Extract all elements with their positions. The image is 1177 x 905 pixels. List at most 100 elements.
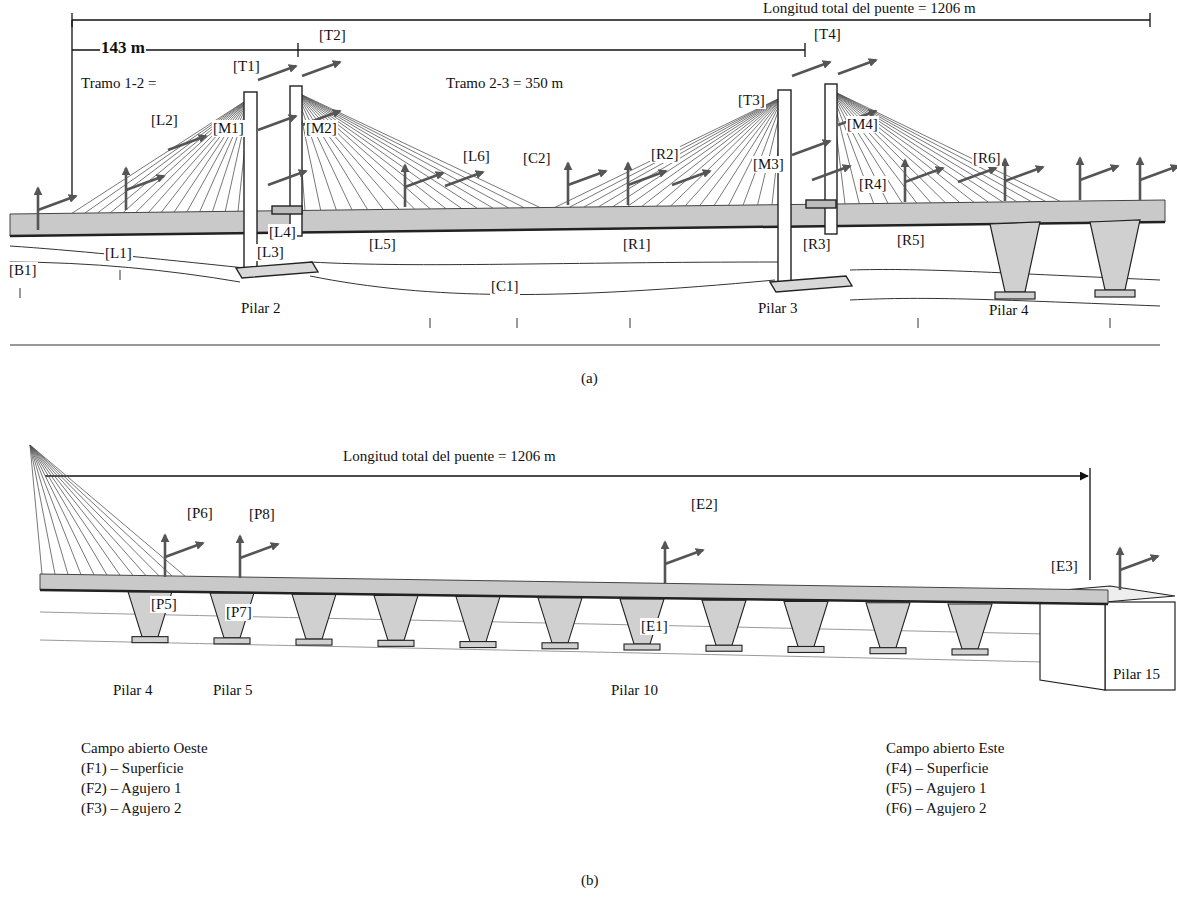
pier bbox=[374, 595, 418, 646]
label-text: 143 m bbox=[100, 38, 146, 58]
sensor-station bbox=[812, 166, 850, 180]
label-text: (F6) – Agujero 2 bbox=[885, 800, 987, 817]
sensor-station bbox=[126, 168, 164, 210]
sensor-label: [L1] bbox=[104, 245, 133, 262]
sensor-station bbox=[672, 171, 710, 185]
stay-cable bbox=[642, 96, 784, 206]
sensor-station bbox=[1120, 548, 1158, 590]
sensor-label: [C1] bbox=[490, 278, 520, 295]
lateral-sensor-arrow bbox=[38, 196, 76, 210]
sensor-label: [E1] bbox=[640, 618, 669, 635]
stay-cable bbox=[627, 96, 784, 207]
pier bbox=[456, 597, 500, 648]
stay-cable bbox=[98, 98, 250, 213]
pier-footing bbox=[624, 644, 660, 650]
stay-cable bbox=[296, 92, 509, 208]
sensor-station bbox=[1080, 158, 1118, 200]
sensor-label: [R5] bbox=[896, 232, 926, 249]
sensor-arrows bbox=[38, 60, 1177, 230]
lateral-sensor-arrow bbox=[165, 543, 203, 557]
label-text: Longitud total del puente = 1206 m bbox=[342, 448, 557, 465]
sensor-label: [P8] bbox=[248, 506, 276, 523]
sensor-label: [L4] bbox=[268, 224, 297, 241]
pier-footing bbox=[460, 642, 496, 648]
sensor-label: [C2] bbox=[522, 150, 552, 167]
sensor-station bbox=[792, 62, 830, 76]
lateral-sensor-arrow bbox=[905, 168, 943, 182]
stay-cable bbox=[569, 96, 784, 207]
stay-cable bbox=[30, 445, 146, 576]
stay-cable bbox=[149, 98, 250, 212]
stay-cable bbox=[831, 90, 917, 203]
stay-cable bbox=[685, 96, 784, 206]
lateral-sensor-arrow bbox=[568, 171, 606, 185]
sensor-station bbox=[165, 535, 203, 577]
lateral-sensor-arrow bbox=[240, 544, 278, 558]
pylon-pilar-2 bbox=[236, 86, 318, 278]
stay-cable bbox=[700, 96, 784, 206]
stay-cable bbox=[296, 92, 462, 209]
pier-footing bbox=[870, 648, 906, 654]
stay-cable bbox=[136, 98, 250, 212]
lateral-sensor-arrow bbox=[672, 171, 710, 185]
pier-footing bbox=[706, 645, 742, 651]
sensor-arrows bbox=[165, 535, 1158, 590]
lateral-sensor-arrow bbox=[1120, 556, 1158, 570]
stay-cable bbox=[296, 92, 383, 209]
lateral-sensor-arrow bbox=[258, 66, 296, 80]
sensor-label: [M4] bbox=[846, 116, 879, 133]
stay-cable bbox=[187, 98, 250, 212]
sensor-label: [T3] bbox=[737, 92, 766, 109]
pylon-pilar-3 bbox=[770, 84, 852, 292]
lateral-sensor-arrow bbox=[258, 116, 296, 130]
stay-cable bbox=[30, 445, 133, 575]
pier bbox=[784, 601, 828, 652]
sensor-station bbox=[905, 160, 943, 202]
label-text: (F2) – Agujero 1 bbox=[80, 780, 182, 797]
pier-footing bbox=[296, 639, 332, 645]
pier-column bbox=[538, 598, 582, 643]
sensor-label: [T1] bbox=[232, 58, 261, 75]
pier bbox=[210, 593, 254, 644]
sensor-label: [M2] bbox=[305, 120, 338, 137]
label-text: Campo abierto Oeste bbox=[80, 740, 209, 757]
pier-footing bbox=[542, 643, 578, 649]
sensor-station bbox=[258, 116, 296, 130]
pier-column bbox=[210, 593, 254, 638]
label-text: Tramo 1-2 = bbox=[80, 75, 157, 92]
sensor-label: [R4] bbox=[858, 176, 888, 193]
stay-cable bbox=[831, 90, 1017, 202]
pier-footing bbox=[952, 649, 988, 655]
sensor-label: [P7] bbox=[225, 604, 253, 621]
lateral-sensor-arrow bbox=[168, 136, 206, 150]
sensor-station bbox=[268, 171, 306, 185]
stay-cable bbox=[30, 445, 172, 576]
label-text: (F1) – Superficie bbox=[80, 760, 184, 777]
stay-cable bbox=[30, 445, 94, 575]
sensor-label: [T2] bbox=[318, 27, 347, 44]
terrain-lines bbox=[10, 246, 1160, 345]
pier-footing bbox=[214, 638, 250, 644]
sensor-label: [E3] bbox=[1050, 558, 1079, 575]
label-text: (b) bbox=[580, 872, 600, 889]
stay-cable bbox=[85, 98, 250, 213]
stay-cable bbox=[174, 98, 250, 212]
stay-cable bbox=[831, 90, 1031, 202]
pier-column bbox=[374, 595, 418, 640]
sensor-label: [R1] bbox=[622, 236, 652, 253]
stay-cable bbox=[296, 92, 524, 208]
sensor-label: [E2] bbox=[690, 496, 719, 513]
pier-column bbox=[456, 597, 500, 642]
label-text: Tramo 2-3 = 350 m bbox=[445, 75, 564, 92]
sensor-station bbox=[240, 536, 278, 578]
lateral-sensor-arrow bbox=[1140, 166, 1177, 180]
label-text: Pilar 3 bbox=[757, 300, 799, 317]
stay-cable bbox=[30, 445, 107, 575]
lateral-sensor-arrow bbox=[958, 168, 996, 182]
lateral-sensor-arrow bbox=[792, 62, 830, 76]
sensor-label: [L3] bbox=[256, 244, 285, 261]
stay-cable bbox=[584, 96, 784, 207]
sensor-station bbox=[168, 136, 206, 150]
stay-cable bbox=[30, 445, 81, 575]
